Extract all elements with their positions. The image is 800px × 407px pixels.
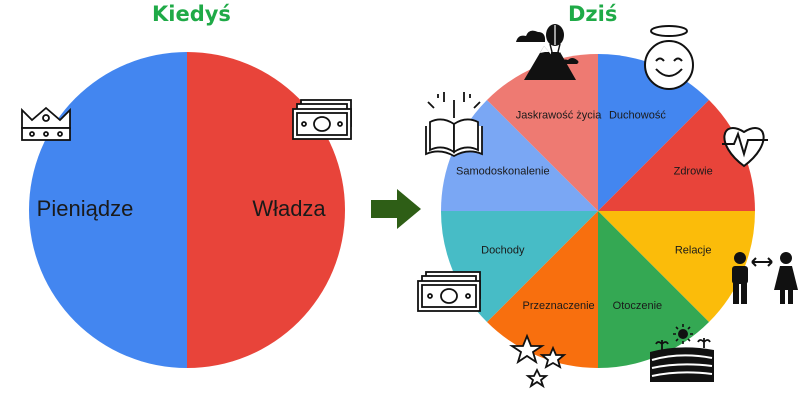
left-pie: Władza Pieniądze bbox=[29, 52, 345, 368]
slice-jaskrawosc-zycia bbox=[486, 54, 598, 211]
slice-duchowosc bbox=[598, 54, 710, 211]
label-relacje: Relacje bbox=[675, 244, 712, 256]
label-duchowosc: Duchowość bbox=[609, 110, 666, 122]
open-book-icon bbox=[425, 92, 483, 158]
slice-przeznaczenie bbox=[486, 211, 598, 368]
label-otoczenie: Otoczenie bbox=[613, 300, 663, 312]
stars-icon bbox=[509, 333, 567, 389]
left-title: Kiedyś bbox=[152, 2, 231, 26]
label-zdrowie: Zdrowie bbox=[674, 165, 713, 177]
label-dochody: Dochody bbox=[481, 244, 525, 256]
man-woman-icon bbox=[732, 252, 798, 304]
right-title: Dziś bbox=[568, 2, 618, 26]
slice-relacje bbox=[598, 211, 755, 323]
banknote-icon bbox=[292, 99, 352, 140]
slice-otoczenie bbox=[598, 211, 710, 368]
crown-icon bbox=[21, 106, 71, 141]
slice-zdrowie bbox=[598, 99, 755, 211]
field-sun-icon bbox=[650, 324, 714, 382]
label-pieniadze: Pieniądze bbox=[37, 196, 134, 221]
mountain-balloon-icon bbox=[516, 24, 579, 80]
transition-arrow bbox=[371, 189, 421, 229]
label-wladza: Władza bbox=[252, 196, 326, 221]
heart-pulse-icon bbox=[722, 127, 768, 168]
label-przeznaczenie: Przeznaczenie bbox=[523, 300, 595, 312]
banknote-icon bbox=[417, 271, 481, 312]
label-jaskrawosc-zycia: Jaskrawość życia bbox=[516, 110, 602, 122]
smiling-halo-face-icon bbox=[644, 25, 694, 90]
label-samodoskonalenie: Samodoskonalenie bbox=[456, 165, 550, 177]
